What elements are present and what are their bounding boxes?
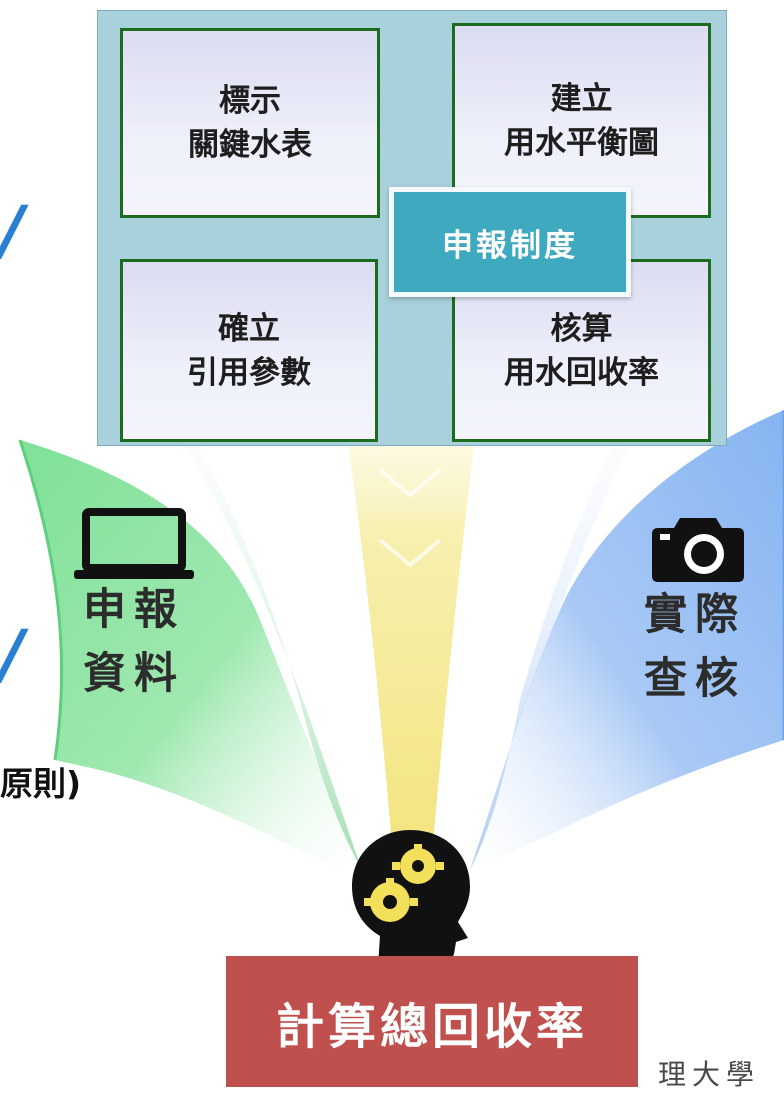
cell-title: 確立 [218,310,280,347]
chevron-mark [378,538,442,568]
footer-text: 理大學 [658,1058,761,1091]
cell-subtitle: 用水平衡圖 [504,124,659,161]
cell-confirm-parameters: 確立 引用參數 [120,259,378,442]
edge-text: 原則) [0,764,82,803]
left-fan-edge [18,439,64,761]
green-streaks [110,330,362,870]
center-fan-shape [330,307,490,880]
cell-subtitle: 關鍵水表 [188,127,312,163]
left-fan-shape [20,440,362,870]
chevron-mark [378,468,442,498]
cell-title: 標示 [219,83,281,119]
head-gears-icon [352,830,470,966]
camera-icon [652,518,744,582]
cell-title: 建立 [550,80,613,117]
laptop-icon [74,508,194,579]
declaration-panel: 標示 關鍵水表 建立 用水平衡圖 確立 引用參數 核算 用水回收率 申報制度 [97,10,727,446]
edge-slash-mark: / [0,192,25,269]
label-line: 資料 [83,649,185,699]
declaration-data-label: 申報 資料 [64,578,204,706]
field-inspection-label: 實際 查核 [625,583,765,711]
cell-subtitle: 引用參數 [187,354,311,391]
declaration-system-box: 申報制度 [389,187,631,297]
edge-slash-mark: / [0,616,25,693]
cell-title: 核算 [550,310,613,347]
cell-mark-key-meters: 標示 關鍵水表 [120,28,380,218]
chevron-mark [233,463,282,493]
total-recovery-rate-box: 計算總回收率 [226,956,638,1087]
label-line: 申報 [83,585,185,635]
cell-subtitle: 用水回收率 [504,354,659,391]
label-line: 實際 [644,590,746,640]
chevron-mark [538,463,587,493]
label-line: 查核 [644,654,746,704]
